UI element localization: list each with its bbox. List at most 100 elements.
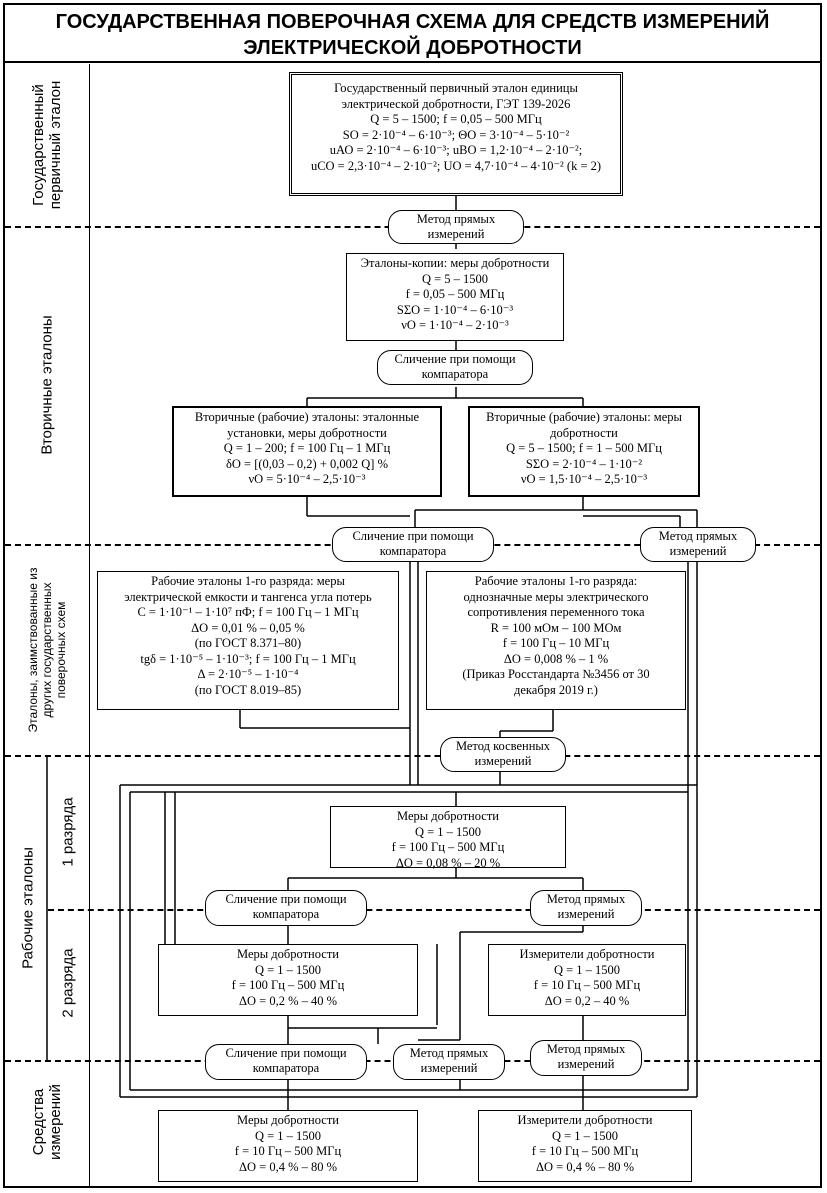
method-label: Сличение при помощи	[225, 892, 347, 906]
secondary-left-line: νО = 5·10⁻⁴ – 2,5·10⁻³	[248, 472, 366, 486]
level-label-column	[5, 64, 90, 1186]
borrowed-etalon-right-box: Рабочие эталоны 1-го разряда: однозначны…	[426, 571, 686, 710]
secondary-etalon-right-box: Вторичные (рабочие) эталоны: меры доброт…	[468, 406, 700, 497]
rank2-left-line: Меры добротности	[237, 947, 339, 961]
separator-borrowed-working	[5, 755, 820, 757]
copies-line: Эталоны-копии: меры добротности	[360, 256, 550, 270]
rank1-line: ΔО = 0,08 % – 20 %	[395, 855, 501, 870]
instr-left-line: Q = 1 – 1500	[254, 1128, 322, 1143]
borrowed-left-line: Рабочие эталоны 1-го разряда: меры	[151, 574, 345, 588]
borrowed-left-line: электрической емкости и тангенса угла по…	[124, 589, 372, 604]
instr-left-line: f = 10 Гц – 500 МГц	[234, 1144, 342, 1158]
rank2-measures-box: Меры добротности Q = 1 – 1500 f = 100 Гц…	[158, 944, 418, 1016]
rank2-right-line: ΔО = 0,2 – 40 %	[544, 993, 630, 1008]
borrowed-left-line: Δ = 2·10⁻⁵ – 1·10⁻⁴	[197, 667, 299, 681]
rank2-meters-box: Измерители добротности Q = 1 – 1500 f = …	[488, 944, 686, 1016]
instr-right-line: f = 10 Гц – 500 МГц	[531, 1144, 639, 1158]
borrowed-left-line: tgδ = 1·10⁻⁵ – 1·10⁻³; f = 100 Гц – 1 МГ…	[140, 651, 356, 666]
borrowed-right-line: Рабочие эталоны 1-го разряда:	[474, 574, 638, 588]
secondary-etalon-left-box: Вторичные (рабочие) эталоны: эталонные у…	[172, 406, 442, 497]
secondary-right-line: добротности	[550, 425, 618, 440]
method-label: Сличение при помощи	[225, 1046, 347, 1060]
borrowed-left-line: ΔО = 0,01 % – 0,05 %	[191, 620, 305, 635]
method-label: компаратора	[252, 907, 320, 921]
method-label: измерений	[669, 544, 727, 558]
method-label: Сличение при помощи	[352, 529, 474, 543]
copies-line: SΣО = 1·10⁻⁴ – 6·10⁻³	[396, 302, 514, 317]
method-comparator-3: Сличение при помощи компаратора	[205, 890, 367, 926]
instr-right-line: Q = 1 – 1500	[551, 1128, 619, 1143]
scheme-frame	[3, 3, 822, 1188]
secondary-left-line: Q = 1 – 200; f = 100 Гц – 1 МГц	[223, 441, 391, 455]
rank2-right-line: Измерители добротности	[519, 947, 655, 961]
method-label: Метод прямых	[409, 1046, 489, 1060]
borrowed-left-line: (по ГОСТ 8.019–85)	[194, 682, 302, 697]
secondary-right-line: SΣО = 2·10⁻⁴ – 1·10⁻²	[525, 456, 643, 471]
method-direct-3: Метод прямых измерений	[530, 890, 642, 926]
page-title: ГОСУДАРСТВЕННАЯ ПОВЕРОЧНАЯ СХЕМА ДЛЯ СРЕ…	[5, 5, 820, 63]
instruments-measures-box: Меры добротности Q = 1 – 1500 f = 10 Гц …	[158, 1110, 418, 1182]
copies-line: νО = 1·10⁻⁴ – 2·10⁻³	[401, 318, 509, 332]
borrowed-right-line: однозначные меры электрического	[463, 589, 649, 604]
method-label: измерений	[557, 1057, 615, 1071]
instr-left-line: ΔО = 0,4 % – 80 %	[238, 1159, 338, 1174]
instr-right-line: Измерители добротности	[517, 1113, 653, 1127]
method-label: компаратора	[421, 367, 489, 381]
rank1-measures-box: Меры добротности Q = 1 – 1500 f = 100 Гц…	[330, 806, 566, 870]
copies-line: Q = 5 – 1500	[421, 271, 489, 286]
method-label: Метод прямых	[658, 529, 738, 543]
method-direct-4: Метод прямых измерений	[393, 1044, 505, 1080]
borrowed-etalon-left-box: Рабочие эталоны 1-го разряда: меры элект…	[97, 571, 399, 710]
secondary-left-line: установки, меры добротности	[227, 425, 387, 440]
method-direct-2: Метод прямых измерений	[640, 527, 756, 562]
primary-etalon-line: Государственный первичный эталон единицы	[334, 81, 578, 95]
rank1-line: f = 100 Гц – 500 МГц	[391, 840, 505, 854]
secondary-left-line: Вторичные (рабочие) эталоны: эталонные	[194, 410, 420, 424]
method-indirect: Метод косвенных измерений	[440, 737, 566, 772]
instruments-meters-box: Измерители добротности Q = 1 – 1500 f = …	[478, 1110, 692, 1182]
borrowed-right-line: ΔО = 0,008 % – 1 %	[503, 651, 609, 666]
borrowed-right-line: R = 100 мОм – 100 МОм	[490, 620, 622, 635]
method-label: измерений	[420, 1061, 478, 1075]
rank1-line: Меры добротности	[397, 809, 499, 823]
copies-line: f = 0,05 – 500 МГц	[405, 287, 505, 301]
rank1-line: Q = 1 – 1500	[414, 824, 482, 839]
method-label: Метод косвенных	[455, 739, 551, 753]
primary-etalon-line: uАО = 2·10⁻⁴ – 6·10⁻³; uВО = 1,2·10⁻⁴ – …	[329, 143, 583, 157]
method-label: измерений	[474, 754, 532, 768]
method-label: компаратора	[252, 1061, 320, 1075]
primary-etalon-box: Государственный первичный эталон единицы…	[289, 72, 623, 196]
secondary-right-line: Вторичные (рабочие) эталоны: меры	[486, 410, 682, 424]
rank2-left-line: Q = 1 – 1500	[254, 962, 322, 977]
title-line-2: ЭЛЕКТРИЧЕСКОЙ ДОБРОТНОСТИ	[243, 37, 582, 59]
method-comparator-2: Сличение при помощи компаратора	[332, 527, 494, 562]
borrowed-left-line: (по ГОСТ 8.371–80)	[194, 636, 302, 650]
method-label: Метод прямых	[416, 212, 496, 226]
rank2-right-line: Q = 1 – 1500	[553, 962, 621, 977]
borrowed-left-line: C = 1·10⁻¹ – 1·10⁷ пФ; f = 100 Гц – 1 МГ…	[137, 605, 359, 619]
method-comparator-4: Сличение при помощи компаратора	[205, 1044, 367, 1080]
instr-right-line: ΔО = 0,4 % – 80 %	[535, 1159, 635, 1174]
method-label: измерений	[557, 907, 615, 921]
borrowed-right-line: (Приказ Росстандарта №3456 от 30	[462, 667, 650, 681]
rank2-left-line: ΔО = 0,2 % – 40 %	[238, 993, 338, 1008]
method-label: Сличение при помощи	[394, 352, 516, 366]
title-line-1: ГОСУДАРСТВЕННАЯ ПОВЕРОЧНАЯ СХЕМА ДЛЯ СРЕ…	[55, 11, 770, 33]
method-label: компаратора	[379, 544, 447, 558]
secondary-left-line: δО = [(0,03 – 0,2) + 0,002 Q] %	[226, 456, 388, 471]
copies-box: Эталоны-копии: меры добротности Q = 5 – …	[346, 253, 564, 341]
borrowed-right-line: f = 100 Гц – 10 МГц	[502, 636, 610, 650]
primary-etalon-line: электрической добротности, ГЭТ 139-2026	[341, 96, 571, 111]
borrowed-right-line: декабря 2019 г.)	[514, 682, 598, 697]
primary-etalon-line: Q = 5 – 1500; f = 0,05 – 500 МГц	[370, 112, 542, 126]
rank2-right-line: f = 10 Гц – 500 МГц	[533, 978, 641, 992]
method-label: Метод прямых	[546, 1042, 626, 1056]
method-direct-5: Метод прямых измерений	[530, 1040, 642, 1076]
separator-rank1-rank2	[48, 909, 820, 911]
instr-left-line: Меры добротности	[237, 1113, 339, 1127]
secondary-right-line: νО = 1,5·10⁻⁴ – 2,5·10⁻³	[520, 472, 648, 486]
secondary-right-line: Q = 5 – 1500; f = 1 – 500 МГц	[506, 441, 662, 455]
method-label: измерений	[427, 227, 485, 241]
primary-etalon-line: uСО = 2,3·10⁻⁴ – 2·10⁻²; UО = 4,7·10⁻⁴ –…	[310, 158, 602, 173]
method-comparator-1: Сличение при помощи компаратора	[377, 350, 533, 385]
